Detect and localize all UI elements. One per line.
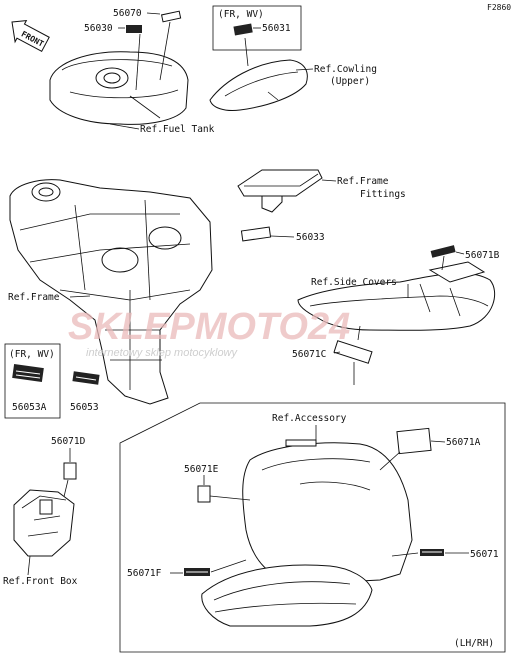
label-56071C: 56071C — [292, 349, 326, 360]
frame-fittings-drawing — [237, 169, 323, 213]
label-56031: 56031 — [262, 23, 291, 34]
ref-cowling-upper-2: (Upper) — [330, 76, 370, 87]
sticker-56033 — [240, 226, 272, 242]
regional-note-left: (FR, WV) — [9, 349, 55, 360]
top-case-drawing — [201, 439, 413, 627]
front-arrow: FRONT — [11, 19, 50, 53]
label-56071A: 56071A — [446, 437, 481, 448]
ref-front-box: Ref.Front Box — [3, 576, 78, 587]
sticker-56071 — [420, 549, 444, 556]
sticker-56071C — [333, 340, 373, 364]
label-56053: 56053 — [70, 402, 99, 413]
accessory-frame — [119, 402, 506, 653]
sticker-56053A — [12, 363, 44, 383]
sticker-56031 — [233, 23, 253, 36]
cowling-upper-drawing — [209, 59, 308, 111]
ref-cowling-upper-1: Ref.Cowling — [314, 64, 377, 75]
sticker-56030 — [126, 25, 142, 33]
label-56033: 56033 — [296, 232, 325, 243]
sticker-56071B — [430, 245, 456, 258]
frame-drawing — [9, 179, 213, 405]
label-56030: 56030 — [84, 23, 113, 34]
ref-accessory: Ref.Accessory — [272, 413, 347, 424]
regional-note-top: (FR, WV) — [218, 9, 264, 20]
ref-fuel-tank: Ref.Fuel Tank — [140, 124, 215, 135]
label-56053A: 56053A — [12, 402, 47, 413]
ref-side-covers: Ref.Side Covers — [311, 277, 397, 288]
label-56071B: 56071B — [465, 250, 500, 261]
region-box-fr-wv-top — [212, 5, 302, 51]
ref-frame-fittings-1: Ref.Frame — [337, 176, 389, 187]
label-56071E: 56071E — [184, 464, 219, 475]
sticker-56053 — [72, 371, 100, 385]
label-56070: 56070 — [113, 8, 142, 19]
sticker-56071E — [197, 485, 211, 503]
fuel-tank-drawing — [49, 51, 189, 125]
ref-frame: Ref.Frame — [8, 292, 60, 303]
ref-frame-fittings-2: Fittings — [360, 189, 406, 200]
front-box-drawing — [13, 489, 75, 557]
figure-code: F2860 — [487, 3, 511, 12]
sticker-56071D — [63, 462, 77, 480]
label-56071: 56071 — [470, 549, 499, 560]
sticker-56070 — [160, 10, 182, 23]
label-56071F: 56071F — [127, 568, 162, 579]
sticker-56071F — [184, 568, 210, 576]
sticker-56071A — [396, 427, 432, 455]
variant-note: (LH/RH) — [454, 638, 494, 649]
label-56071D: 56071D — [51, 436, 86, 447]
region-box-fr-wv-left — [4, 343, 61, 419]
watermark-tagline: internetowy sklep motocyklowy — [86, 347, 239, 359]
watermark-brand: SKLEPMOTO24 — [68, 306, 350, 348]
side-covers-drawing — [297, 261, 496, 331]
